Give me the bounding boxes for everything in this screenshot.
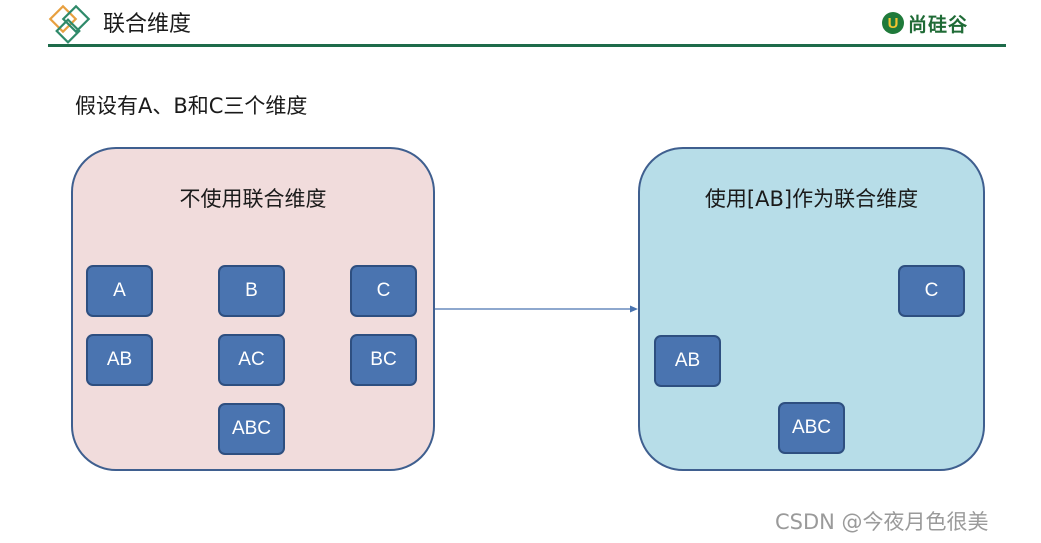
dimension-box-ac: AC [218,334,285,386]
right-panel-title: 使用[AB]作为联合维度 [704,187,919,211]
dimension-box-c: C [350,265,417,317]
brand-mark-icon: U [882,12,904,34]
dimension-box-a: A [86,265,153,317]
brand-logo: U 尚硅谷 [882,8,968,38]
diamond-logo-icon [48,4,91,44]
left-panel-title: 不使用联合维度 [179,187,327,211]
dimension-box-bc: BC [350,334,417,386]
dimension-box-ab: AB [654,335,721,387]
intro-text: 假设有A、B和C三个维度 [75,94,308,118]
dimension-box-c: C [898,265,965,317]
header-divider [48,44,1006,47]
dimension-box-abc: ABC [218,403,285,455]
dimension-box-b: B [218,265,285,317]
dimension-box-abc: ABC [778,402,845,454]
watermark: CSDN @今夜月色很美 [775,510,989,534]
dimension-box-ab: AB [86,334,153,386]
brand-text: 尚硅谷 [908,13,969,36]
page-title: 联合维度 [103,12,192,37]
